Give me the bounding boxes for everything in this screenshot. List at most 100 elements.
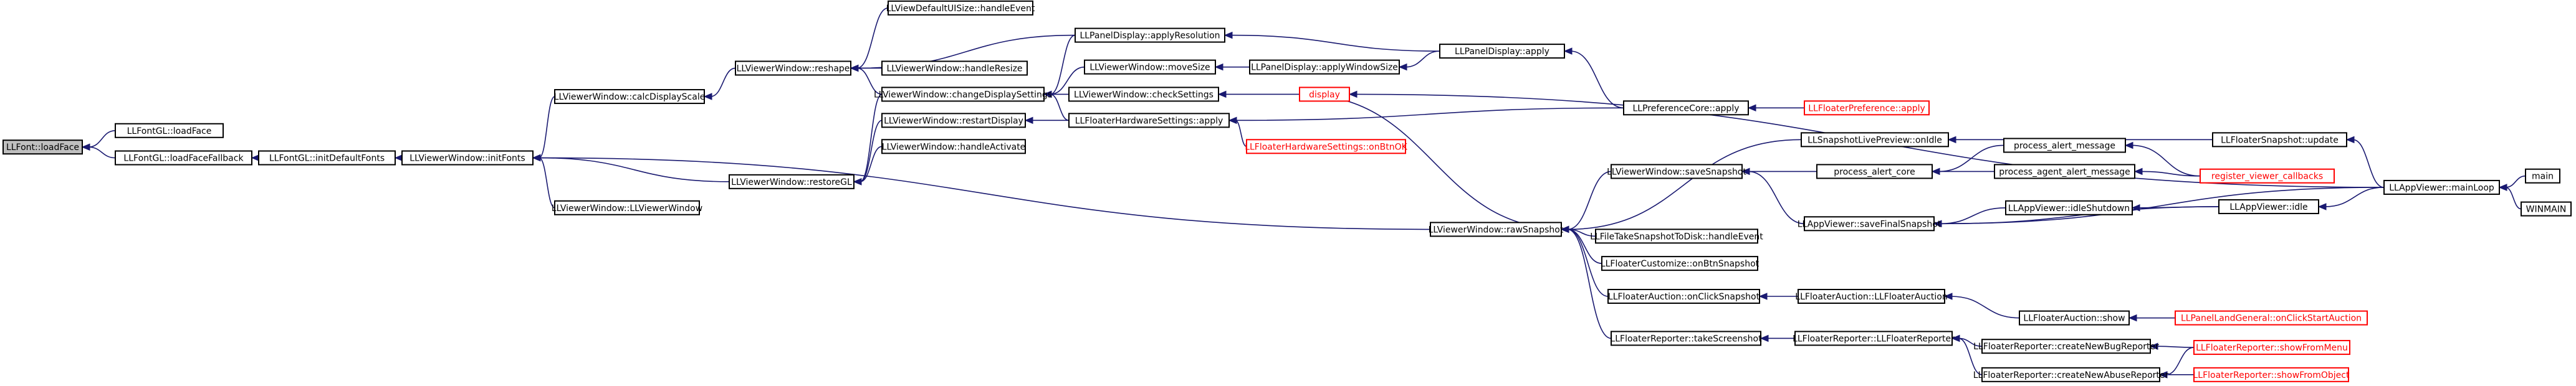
node-mainLoop[interactable]: LLAppViewer::mainLoop xyxy=(2383,179,2500,195)
node-handleResize[interactable]: LLViewerWindow::handleResize xyxy=(881,60,1028,76)
node-calcDisplayScale[interactable]: LLViewerWindow::calcDisplayScale xyxy=(554,89,706,105)
node-showFromMenu[interactable]: LLFloaterReporter::showFromMenu xyxy=(2193,340,2350,355)
edge-showFromMenu-to-createAbuse xyxy=(2165,347,2195,375)
node-processAgentAlert[interactable]: process_agent_alert_message xyxy=(1994,164,2135,179)
node-hwApply[interactable]: LLFloaterHardwareSettings::apply xyxy=(1068,113,1230,128)
node-label: LLViewerWindow::restoreGL xyxy=(731,177,852,187)
node-handleActivate[interactable]: LLViewerWindow::handleActivate xyxy=(881,139,1026,154)
node-initDefaultFonts[interactable]: LLFontGL::initDefaultFonts xyxy=(258,150,396,166)
arrowhead xyxy=(2317,203,2327,210)
node-snapLiveOnIdle[interactable]: LLSnapshotLivePreview::onIdle xyxy=(1801,132,1949,148)
node-faShow[interactable]: LLFloaterAuction::show xyxy=(2019,310,2130,326)
arrowhead xyxy=(1747,104,1756,112)
node-box xyxy=(1084,59,1216,75)
node-saveFinalSnapshot[interactable]: LLAppViewer::saveFinalSnapshot xyxy=(1798,216,1942,232)
edge-processAlertMessage-to-processAlertCore xyxy=(1938,144,2004,172)
node-box xyxy=(1798,289,1945,304)
node-winmain[interactable]: WINMAIN xyxy=(2521,201,2572,217)
arrowhead xyxy=(853,178,862,186)
edge-applyResolution-to-changeDisplaySettings xyxy=(1050,34,1076,95)
node-fsUpdate[interactable]: LLFloaterSnapshot::update xyxy=(2212,132,2347,148)
arrowhead xyxy=(2131,204,2140,212)
node-box xyxy=(258,150,396,166)
node-vwCtor[interactable]: LLViewerWindow::LLViewerWindow xyxy=(552,200,702,215)
node-label: LLFileTakeSnapshotToDisk::handleEvent xyxy=(1590,232,1763,242)
node-label: LLFloaterReporter::takeScreenshot xyxy=(1610,334,1762,344)
node-label: process_alert_core xyxy=(1834,167,1915,177)
arrowhead xyxy=(2149,342,2158,350)
node-box xyxy=(1981,367,2160,382)
node-faCtor[interactable]: LLFloaterAuction::LLFloaterAuction xyxy=(1795,289,1948,304)
node-box xyxy=(2,139,83,155)
node-processAlertCore[interactable]: process_alert_core xyxy=(1816,164,1933,179)
node-label: LLPanelDisplay::applyWindowSize xyxy=(1251,63,1398,73)
node-reshape[interactable]: LLViewerWindow::reshape xyxy=(735,60,851,76)
node-applyResolution[interactable]: LLPanelDisplay::applyResolution xyxy=(1075,27,1225,43)
node-prefCoreApply[interactable]: LLPreferenceCore::apply xyxy=(1623,100,1749,116)
node-box xyxy=(1801,132,1949,148)
node-label: LLViewerWindow::handleActivate xyxy=(882,142,1026,152)
node-createAbuse[interactable]: LLFloaterReporter::createNewAbuseReporte… xyxy=(1973,367,2169,382)
node-moveSize[interactable]: LLViewerWindow::moveSize xyxy=(1084,59,1216,75)
edge-mainLoop-to-appIdle xyxy=(2324,187,2385,207)
node-glLoadFace[interactable]: LLFontGL::loadFace xyxy=(115,123,224,138)
node-registerCallbacks[interactable]: register_viewer_callbacks xyxy=(2200,168,2335,184)
edge-glLoadFace-to-loadFace xyxy=(88,129,116,148)
node-label: LLViewerWindow::saveSnapshot xyxy=(1607,167,1746,177)
node-label: register_viewer_callbacks xyxy=(2211,172,2323,182)
node-initFonts[interactable]: LLViewerWindow::initFonts xyxy=(401,150,534,166)
node-loadFace[interactable]: LLFont::loadFace xyxy=(2,139,83,155)
node-appIdle[interactable]: LLAppViewer::idle xyxy=(2218,199,2319,214)
node-box xyxy=(2200,168,2335,184)
node-frTake[interactable]: LLFloaterReporter::takeScreenshot xyxy=(1610,331,1762,346)
edge-changeDisplaySettings-to-restoreGL xyxy=(859,93,883,182)
node-fcOnBtn[interactable]: LLFloaterCustomize::onBtnSnapshot xyxy=(1601,256,1760,271)
node-box xyxy=(1075,27,1225,43)
node-box xyxy=(1068,113,1230,128)
node-changeDisplaySettings[interactable]: LLViewerWindow::changeDisplaySettings xyxy=(874,87,1052,102)
node-display[interactable]: display xyxy=(1299,87,1350,102)
node-showFromObject[interactable]: LLFloaterReporter::showFromObject xyxy=(2193,367,2350,382)
node-saveSnapshot[interactable]: LLViewerWindow::saveSnapshot xyxy=(1607,164,1746,179)
node-glLoadFaceFallback[interactable]: LLFontGL::loadFaceFallback xyxy=(115,150,252,166)
edge-faShow-to-faCtor xyxy=(1950,296,2020,319)
node-checkSettings[interactable]: LLViewerWindow::checkSettings xyxy=(1068,87,1219,102)
arrowhead xyxy=(850,64,859,72)
node-idleShutdown[interactable]: LLAppViewer::idleShutdown xyxy=(2005,200,2133,215)
node-createBug[interactable]: LLFloaterReporter::createNewBugReporter xyxy=(1973,339,2159,354)
node-handleEvent[interactable]: LLViewDefaultUISize::handleEvent xyxy=(886,0,1035,16)
node-rawSnapshot[interactable]: LLViewerWindow::rawSnapshot xyxy=(1429,222,1564,237)
node-plgOnClick[interactable]: LLPanelLandGeneral::onClickStartAuction xyxy=(2175,310,2368,326)
node-prefApply[interactable]: LLFloaterPreference::apply xyxy=(1804,100,1930,116)
node-label: LLFloaterReporter::createNewAbuseReporte… xyxy=(1973,370,2169,380)
node-processAlertMessage[interactable]: process_alert_message xyxy=(2003,138,2126,153)
node-box xyxy=(1804,100,1930,116)
node-frCtor[interactable]: LLFloaterReporter::LLFloaterReporter xyxy=(1793,331,1955,346)
arrowhead xyxy=(2128,314,2137,322)
arrowhead xyxy=(2498,184,2507,191)
node-box xyxy=(881,87,1045,102)
node-hwOnBtnOK[interactable]: LLFloaterHardwareSettings::onBtnOK xyxy=(1245,139,1408,154)
node-box xyxy=(1981,339,2151,354)
node-applyWindowSize[interactable]: LLPanelDisplay::applyWindowSize xyxy=(1249,59,1400,75)
node-label: LLFloaterPreference::apply xyxy=(1808,103,1925,113)
node-pdApply[interactable]: LLPanelDisplay::apply xyxy=(1439,44,1565,59)
node-box xyxy=(1611,164,1743,179)
node-faOnClick[interactable]: LLFloaterAuction::onClickSnapshot xyxy=(1607,289,1760,304)
edge-main-to-mainLoop xyxy=(2505,175,2526,188)
node-fileTake[interactable]: LLFileTakeSnapshotToDisk::handleEvent xyxy=(1590,228,1763,244)
edge-moveSize-to-changeDisplaySettings xyxy=(1050,66,1085,95)
edge-calcDisplayScale-to-initFonts xyxy=(539,96,555,159)
arrowhead xyxy=(1214,63,1223,71)
node-restoreGL[interactable]: LLViewerWindow::restoreGL xyxy=(729,174,855,189)
node-label: WINMAIN xyxy=(2526,205,2567,215)
node-label: LLViewerWindow::reshape xyxy=(737,64,850,73)
node-restartDisplay[interactable]: LLViewerWindow::restartDisplay xyxy=(881,113,1026,128)
arrowhead xyxy=(703,93,712,100)
node-main[interactable]: main xyxy=(2525,168,2560,184)
node-label: LLAppViewer::idleShutdown xyxy=(2008,204,2130,214)
arrowhead xyxy=(1563,47,1573,55)
edge-changeDisplaySettings-to-reshape xyxy=(856,67,883,95)
node-box xyxy=(1607,289,1760,304)
